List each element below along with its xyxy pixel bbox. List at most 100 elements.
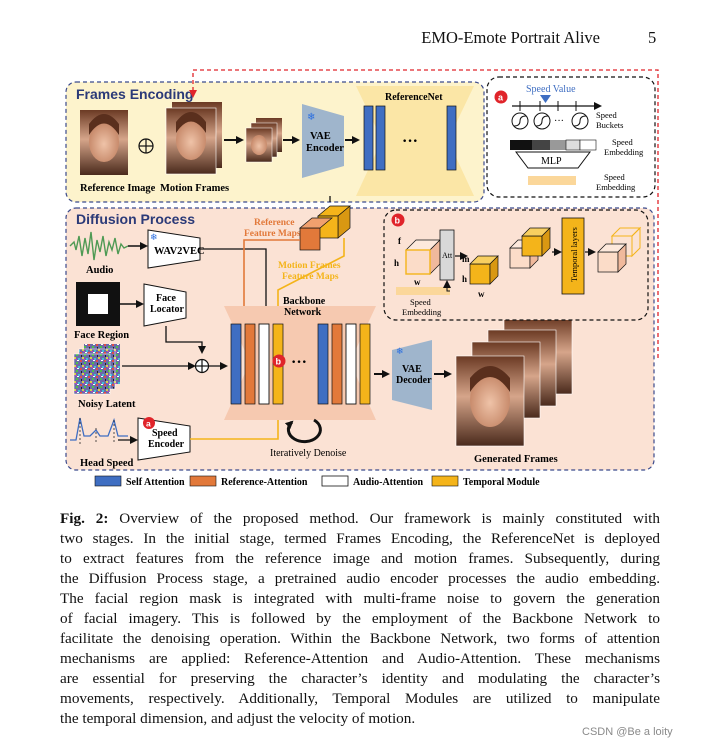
- ellipsis: ···: [291, 354, 307, 371]
- temporal-layers-label: Temporal layers: [569, 227, 579, 282]
- face-locator-label-1: Face: [156, 293, 177, 304]
- badge-b: [391, 213, 405, 227]
- dim-f-label: f: [398, 236, 402, 246]
- referencenet-label: ReferenceNet: [385, 92, 443, 103]
- method-overview-figure: Frames Encoding Reference Image Motion F…: [65, 69, 659, 488]
- speed-embedding-arrow: [190, 410, 282, 440]
- reference-attention-arrow: [240, 239, 300, 322]
- speed-embedding-label-1: Speed: [612, 137, 634, 147]
- referencenet-block: [356, 86, 474, 196]
- iterative-denoise-loop-icon: [284, 418, 322, 444]
- running-header-title: EMO-Emote Portrait Alive: [421, 28, 600, 47]
- temporal-module-layer: [359, 323, 371, 405]
- dim-m-label: m: [462, 254, 470, 264]
- panel-b-badge: b: [395, 216, 401, 226]
- caption-line-4: the Diffusion Process stage, a pretraine…: [60, 570, 660, 587]
- self-attention-layer: [375, 105, 386, 171]
- frames-encoding-title: Frames Encoding: [76, 86, 193, 102]
- speed-value-marker: [540, 95, 551, 103]
- add-operator-icon: [194, 358, 210, 374]
- backbone-label-1: Backbone: [283, 296, 326, 307]
- caption-line-10: movements, respectively. Additionally, T…: [60, 690, 660, 707]
- reshaped-feature-cubes: [469, 227, 551, 285]
- feature-maps-cube: [299, 205, 351, 251]
- dim-h2-label: h: [462, 274, 467, 284]
- dim-w2-label: w: [478, 289, 485, 299]
- audio-label: Audio: [86, 265, 113, 276]
- speed-embedding-output: [528, 176, 576, 185]
- page-number: 5: [648, 28, 657, 47]
- face-locator-block: [143, 283, 187, 327]
- backbone-label-2: Network: [284, 307, 322, 318]
- motion-frames-small: [245, 118, 282, 163]
- snowflake-icon: ❄: [307, 112, 315, 123]
- vae-decoder-label-2: Decoder: [396, 375, 432, 386]
- badge-b: [272, 354, 286, 368]
- caption-line-5: The facial region mask is integrated wit…: [60, 590, 660, 607]
- caption-line-2: two stages. In the initial stage, termed…: [60, 530, 660, 547]
- legend-label-temporal-module: Temporal Module: [463, 477, 540, 488]
- audio-waveform: [69, 231, 129, 261]
- wav2vec-block: [147, 229, 201, 269]
- speed-buckets-label-2: Buckets: [596, 120, 623, 130]
- reference-attention-layer: [331, 323, 343, 405]
- head-speed-label: Head Speed: [80, 458, 134, 469]
- legend: Self Attention Reference-Attention Audio…: [94, 475, 540, 488]
- face-region-label: Face Region: [74, 330, 129, 341]
- dim-w-label: w: [414, 277, 421, 287]
- audio-feature-arrow: [200, 248, 270, 322]
- legend-label-reference-attention: Reference-Attention: [221, 477, 308, 488]
- vae-decoder-block: [392, 340, 432, 410]
- noisy-latent: [73, 344, 120, 395]
- output-feature-cubes: [597, 226, 642, 273]
- caption-line-8: mechanisms are applied: Reference-Attent…: [60, 650, 660, 667]
- self-attention-layer: [446, 105, 457, 171]
- vae-decoder-label-1: VAE: [402, 364, 422, 375]
- motion-frames-feature-arrow: [274, 238, 345, 322]
- snowflake-icon: ❄: [396, 346, 404, 356]
- watermark: CSDN @Be a loity: [582, 726, 673, 738]
- noisy-latent-label: Noisy Latent: [78, 399, 136, 410]
- badge-a: [494, 90, 508, 104]
- wav2vec-label: WAV2VEC: [154, 246, 205, 257]
- backbone-badge: b: [276, 357, 282, 367]
- caption-line-9: are essential for preserving the charact…: [60, 670, 660, 687]
- caption-label: Fig. 2:: [60, 510, 109, 527]
- legend-swatch-temporal-module: [431, 475, 459, 487]
- caption-line-3: to extract features from the reference i…: [60, 550, 660, 567]
- reference-feature-maps-label-2: Feature Maps: [244, 229, 301, 239]
- snowflake-icon: ❄: [150, 232, 158, 242]
- motion-frames: [165, 102, 222, 175]
- reference-image: [80, 110, 128, 175]
- generated-frames-label: Generated Frames: [474, 454, 558, 465]
- arrow: [443, 280, 451, 292]
- speed-embedding-out-label-2: Embedding: [596, 182, 636, 192]
- panel-b-speed-embedding: [396, 287, 450, 295]
- figure-caption: Fig. 2: Overview of the proposed method.…: [60, 509, 660, 729]
- speed-embedding-bar: [510, 139, 597, 151]
- face-region-mask-inner: [88, 294, 108, 314]
- badge-a-label: a: [498, 93, 504, 103]
- head-speed-ticks: [79, 418, 115, 444]
- mlp-label: MLP: [541, 156, 562, 167]
- speed-buckets-label-1: Speed: [596, 110, 618, 120]
- speed-encoder-label-2: Encoder: [148, 439, 185, 450]
- temporal-layers-block: [561, 217, 585, 295]
- speed-encoder-label-1: Speed: [152, 428, 178, 439]
- legend-label-self-attention: Self Attention: [126, 477, 185, 488]
- self-attention-layer: [230, 323, 242, 405]
- mlp-block: [515, 151, 591, 169]
- input-feature-cube: [405, 239, 441, 275]
- vae-encoder-label-2: Encoder: [306, 143, 344, 154]
- panel-b-speed-embedding-label-2: Embedding: [402, 307, 442, 317]
- caption-text: Overview of the proposed method. Our fra…: [119, 510, 660, 527]
- audio-attention-layer: [345, 323, 357, 405]
- face-locator-arrow: [165, 326, 206, 354]
- legend-label-audio-attention: Audio-Attention: [353, 477, 423, 488]
- caption-line-7: facilitate the denoising operation. With…: [60, 630, 660, 647]
- legend-swatch-reference-attention: [189, 475, 217, 487]
- legend-swatch-self-attention: [94, 475, 122, 487]
- speed-embedding-out-label-1: Speed: [604, 172, 626, 182]
- caption-line-1: Fig. 2: Overview of the proposed method.…: [60, 509, 660, 529]
- diffusion-process-title: Diffusion Process: [76, 211, 195, 227]
